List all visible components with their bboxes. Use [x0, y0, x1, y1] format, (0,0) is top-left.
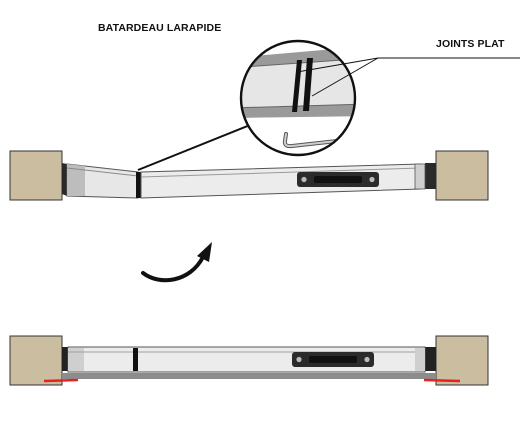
joint-gasket-top [136, 172, 141, 198]
left-beam-edge-top [66, 167, 139, 177]
floor-bar [62, 373, 436, 379]
right-end-seal-top [425, 163, 436, 189]
floor-mark-right [423, 378, 461, 383]
left-wall-top [9, 150, 63, 201]
callout-leader-line [137, 124, 251, 171]
rotation-arrow-icon [141, 242, 212, 283]
top-assembly [9, 150, 489, 201]
bottom-assembly [9, 335, 489, 386]
floor-mark-left [43, 378, 79, 383]
handle-icon [297, 172, 379, 187]
long-beam-end-top [414, 163, 426, 190]
left-wall-bottom [9, 335, 63, 386]
left-end-seal-bottom [62, 347, 68, 371]
zoom-joint-left [292, 60, 302, 112]
long-beam-edge-top [140, 167, 422, 178]
zoom-joint-right [303, 58, 313, 111]
beam-bottom-shade [68, 348, 84, 371]
joints-leader-line-2 [311, 57, 379, 97]
beam-bottom-end [415, 348, 425, 371]
zoom-circle-outline [239, 39, 357, 157]
handle-icon-bottom [292, 352, 374, 367]
left-beam-shade-top [67, 164, 85, 196]
right-end-seal-bottom [425, 347, 436, 371]
right-wall-bottom [435, 335, 489, 386]
joint-gasket-bottom [133, 348, 138, 371]
right-wall-top [435, 150, 489, 201]
zoom-callout [137, 39, 520, 171]
diagram-title: BATARDEAU LARAPIDE [98, 22, 222, 34]
joints-label: JOINTS PLAT [436, 38, 505, 50]
left-end-seal-top [62, 163, 67, 196]
